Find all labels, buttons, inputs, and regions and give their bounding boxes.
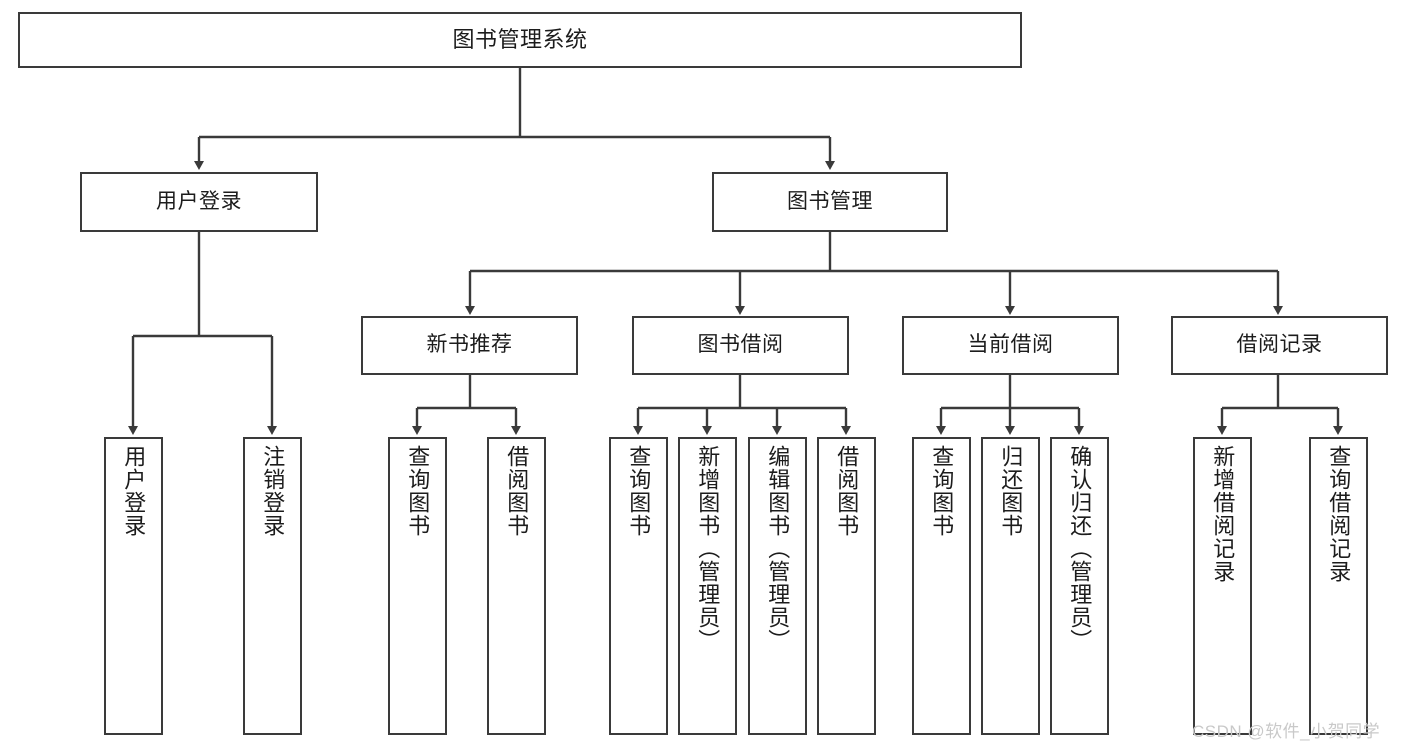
- node-leaf-add-book-admin[interactable]: 新增图书（管理员）: [678, 437, 737, 735]
- node-leaf-borrow-book[interactable]: 借阅图书: [817, 437, 876, 735]
- node-label: 借阅图书: [504, 445, 530, 537]
- node-label: 图书管理系统: [452, 27, 588, 53]
- node-label: 新书推荐: [426, 333, 513, 357]
- node-label: 图书借阅: [697, 333, 784, 357]
- node-label: 查询图书: [626, 445, 652, 537]
- node-label: 借阅记录: [1236, 333, 1323, 357]
- node-leaf-query-book-borrow[interactable]: 查询图书: [609, 437, 668, 735]
- node-leaf-return-book[interactable]: 归还图书: [981, 437, 1040, 735]
- node-user-login[interactable]: 用户登录: [80, 172, 318, 232]
- node-borrow-record[interactable]: 借阅记录: [1171, 316, 1388, 375]
- node-leaf-logout[interactable]: 注销登录: [243, 437, 302, 735]
- node-leaf-add-borrow-record[interactable]: 新增借阅记录: [1193, 437, 1252, 735]
- node-leaf-query-book-current[interactable]: 查询图书: [912, 437, 971, 735]
- node-label: 注销登录: [260, 445, 286, 537]
- node-leaf-confirm-return-admin[interactable]: 确认归还（管理员）: [1050, 437, 1109, 735]
- node-label: 查询图书: [929, 445, 955, 537]
- node-leaf-edit-book-admin[interactable]: 编辑图书（管理员）: [748, 437, 807, 735]
- node-label: 查询借阅记录: [1326, 445, 1352, 583]
- node-label: 用户登录: [156, 189, 242, 213]
- node-label: 新增借阅记录: [1210, 445, 1236, 583]
- node-label: 借阅图书: [834, 445, 860, 537]
- node-label: 归还图书: [998, 445, 1024, 537]
- node-new-book-recommend[interactable]: 新书推荐: [361, 316, 578, 375]
- node-label: 当前借阅: [967, 333, 1054, 357]
- node-label: 用户登录: [121, 445, 147, 537]
- node-label: 图书管理: [787, 189, 873, 213]
- node-book-borrow[interactable]: 图书借阅: [632, 316, 849, 375]
- node-root-system[interactable]: 图书管理系统: [18, 12, 1022, 68]
- node-leaf-user-login[interactable]: 用户登录: [104, 437, 163, 735]
- node-book-management[interactable]: 图书管理: [712, 172, 948, 232]
- node-leaf-query-borrow-record[interactable]: 查询借阅记录: [1309, 437, 1368, 735]
- node-leaf-query-book-recommend[interactable]: 查询图书: [388, 437, 447, 735]
- node-leaf-borrow-book-recommend[interactable]: 借阅图书: [487, 437, 546, 735]
- node-label: 新增图书（管理员）: [695, 445, 721, 652]
- node-current-borrow[interactable]: 当前借阅: [902, 316, 1119, 375]
- node-label: 查询图书: [405, 445, 431, 537]
- node-label: 确认归还（管理员）: [1067, 445, 1093, 652]
- node-label: 编辑图书（管理员）: [765, 445, 791, 652]
